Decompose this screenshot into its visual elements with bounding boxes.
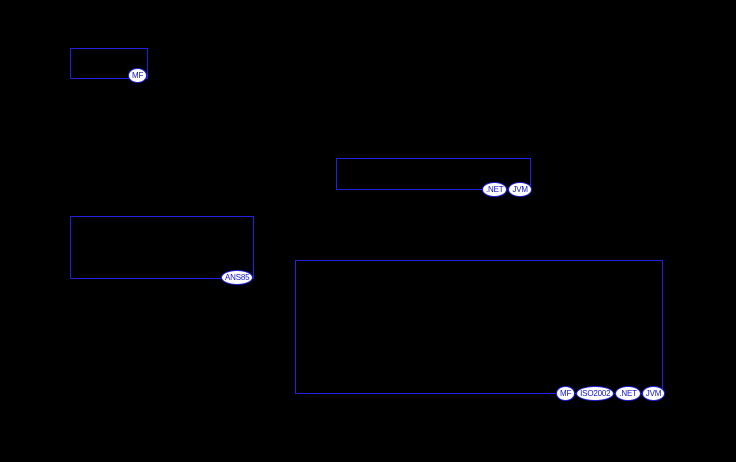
diagram-node-2[interactable]	[336, 158, 531, 190]
badge-jvm[interactable]: JVM	[641, 386, 666, 401]
badge-mf[interactable]: MF	[556, 386, 576, 401]
badge-mf[interactable]: MF	[128, 68, 148, 83]
badge-dotnet[interactable]: .NET	[615, 386, 641, 401]
badge-jvm[interactable]: JVM	[508, 182, 532, 197]
node-4-badge-row: MF ISO2002 .NET JVM	[556, 386, 666, 401]
diagram-node-3[interactable]	[70, 216, 254, 279]
node-1-badge-row: MF	[128, 68, 148, 83]
badge-iso2002[interactable]: ISO2002	[576, 386, 615, 401]
diagram-node-4[interactable]	[295, 260, 663, 394]
badge-ans85[interactable]: ANS85	[221, 270, 254, 285]
node-2-badge-row: .NET JVM	[482, 182, 532, 197]
diagram-node-1[interactable]	[70, 48, 148, 79]
badge-dotnet[interactable]: .NET	[482, 182, 508, 197]
node-3-badge-row: ANS85	[221, 270, 254, 285]
